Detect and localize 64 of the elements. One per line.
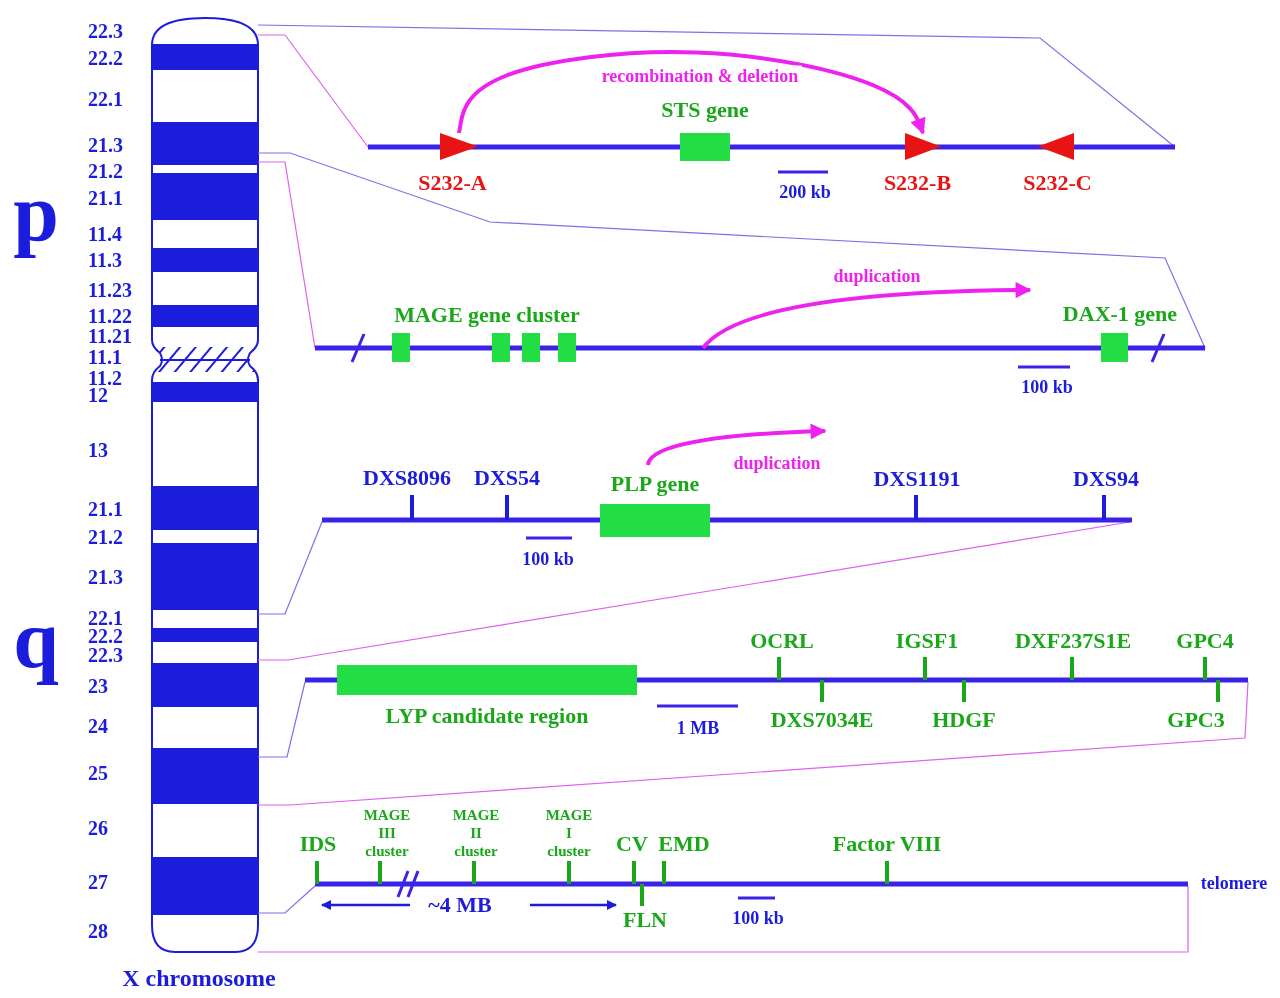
band-label: 11.23 [88, 279, 132, 301]
arrow [457, 50, 926, 135]
gene-box: PLP gene [596, 472, 714, 537]
gene-box: STS gene [640, 98, 770, 161]
band-label: 21.3 [88, 566, 123, 588]
band-label: 22.1 [88, 88, 123, 110]
band-label: 21.3 [88, 134, 123, 156]
band-label: 25 [88, 762, 108, 784]
gene-box: DAX-1 gene [1050, 302, 1190, 362]
cluster-label: MAGE III cluster [362, 806, 412, 860]
band-label: 24 [88, 715, 108, 737]
band-label: 22.3 [88, 644, 123, 666]
gene-box [392, 333, 410, 362]
band-label: 23 [88, 675, 108, 697]
gene-box [492, 333, 510, 362]
gene-label: OCRL [750, 629, 814, 653]
gene-label: IDS [299, 832, 337, 856]
gene-label: IGSF1 [895, 629, 959, 653]
gene-box: LYP candidate region [337, 665, 637, 728]
band-label: 26 [88, 817, 108, 839]
annotation-label: duplication [733, 453, 821, 473]
gene-label: FLN [623, 908, 667, 932]
band-label: 21.2 [88, 526, 123, 548]
cluster-label: MAGE gene cluster [394, 303, 580, 327]
band-label: 11.22 [88, 305, 132, 327]
band-label: 28 [88, 920, 108, 942]
cluster-label: MAGE II cluster [451, 806, 501, 860]
band-label: 11.1 [88, 346, 122, 368]
band-label: 13 [88, 439, 108, 461]
gene-label: GPC4 [1176, 629, 1234, 653]
band-label: 21.2 [88, 160, 123, 182]
caption: X chromosome [122, 966, 276, 992]
band-label: 22.2 [88, 47, 123, 69]
arm-label: p [13, 169, 59, 257]
band-label: 11.3 [88, 249, 122, 271]
gene-label: DXS7034E [770, 708, 874, 732]
scale-label: 200 kb [779, 182, 831, 202]
gene-box [558, 333, 576, 362]
scale-label: 100 kb [732, 908, 784, 928]
end-label: telomere [1200, 873, 1268, 893]
scale-label: 100 kb [522, 549, 574, 569]
band-label: 21.1 [88, 498, 123, 520]
gene-label: GPC3 [1167, 708, 1225, 732]
band-label: 21.1 [88, 187, 123, 209]
arm-label: q [13, 596, 59, 684]
band-label: 22.3 [88, 20, 123, 42]
band-label: 11.21 [88, 325, 132, 347]
scale-label: 1 MB [676, 718, 720, 738]
gene-label: EMD [658, 832, 710, 856]
marker-label: DXS8096 [363, 466, 451, 490]
gene-label: CV [616, 832, 648, 856]
marker-label: DXS54 [474, 466, 540, 490]
gene-label: Factor VIII [832, 832, 942, 856]
dimension-label: ~4 MB [428, 893, 492, 917]
gene-label: DXF237S1E [1014, 629, 1132, 653]
gene-box [522, 333, 540, 362]
cluster-label: MAGE I cluster [544, 806, 594, 860]
marker-label: DXS94 [1073, 467, 1139, 491]
band-label: 11.4 [88, 223, 122, 245]
scale-label: 100 kb [1021, 377, 1073, 397]
annotation-label: duplication [833, 266, 921, 286]
marker-label: DXS1191 [873, 467, 961, 491]
gene-label: HDGF [932, 708, 996, 732]
band-label: 27 [88, 871, 108, 893]
